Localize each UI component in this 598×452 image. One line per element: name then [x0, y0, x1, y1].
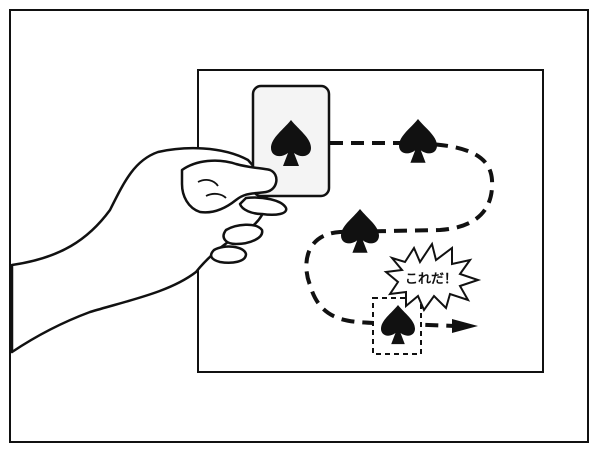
- dashed-path: [304, 141, 495, 328]
- hand-finger: [222, 223, 264, 246]
- hand-finger: [238, 196, 288, 216]
- hand-thumb: [180, 159, 278, 214]
- outer-frame: [9, 9, 589, 443]
- hand-knuckle-lines: [197, 179, 227, 199]
- held-card: [251, 84, 331, 198]
- arrow-right-icon: [452, 319, 478, 333]
- exclamation-burst: これだ！: [383, 241, 482, 313]
- hand-finger: [209, 245, 248, 264]
- exclamation-text: これだ！: [405, 272, 457, 287]
